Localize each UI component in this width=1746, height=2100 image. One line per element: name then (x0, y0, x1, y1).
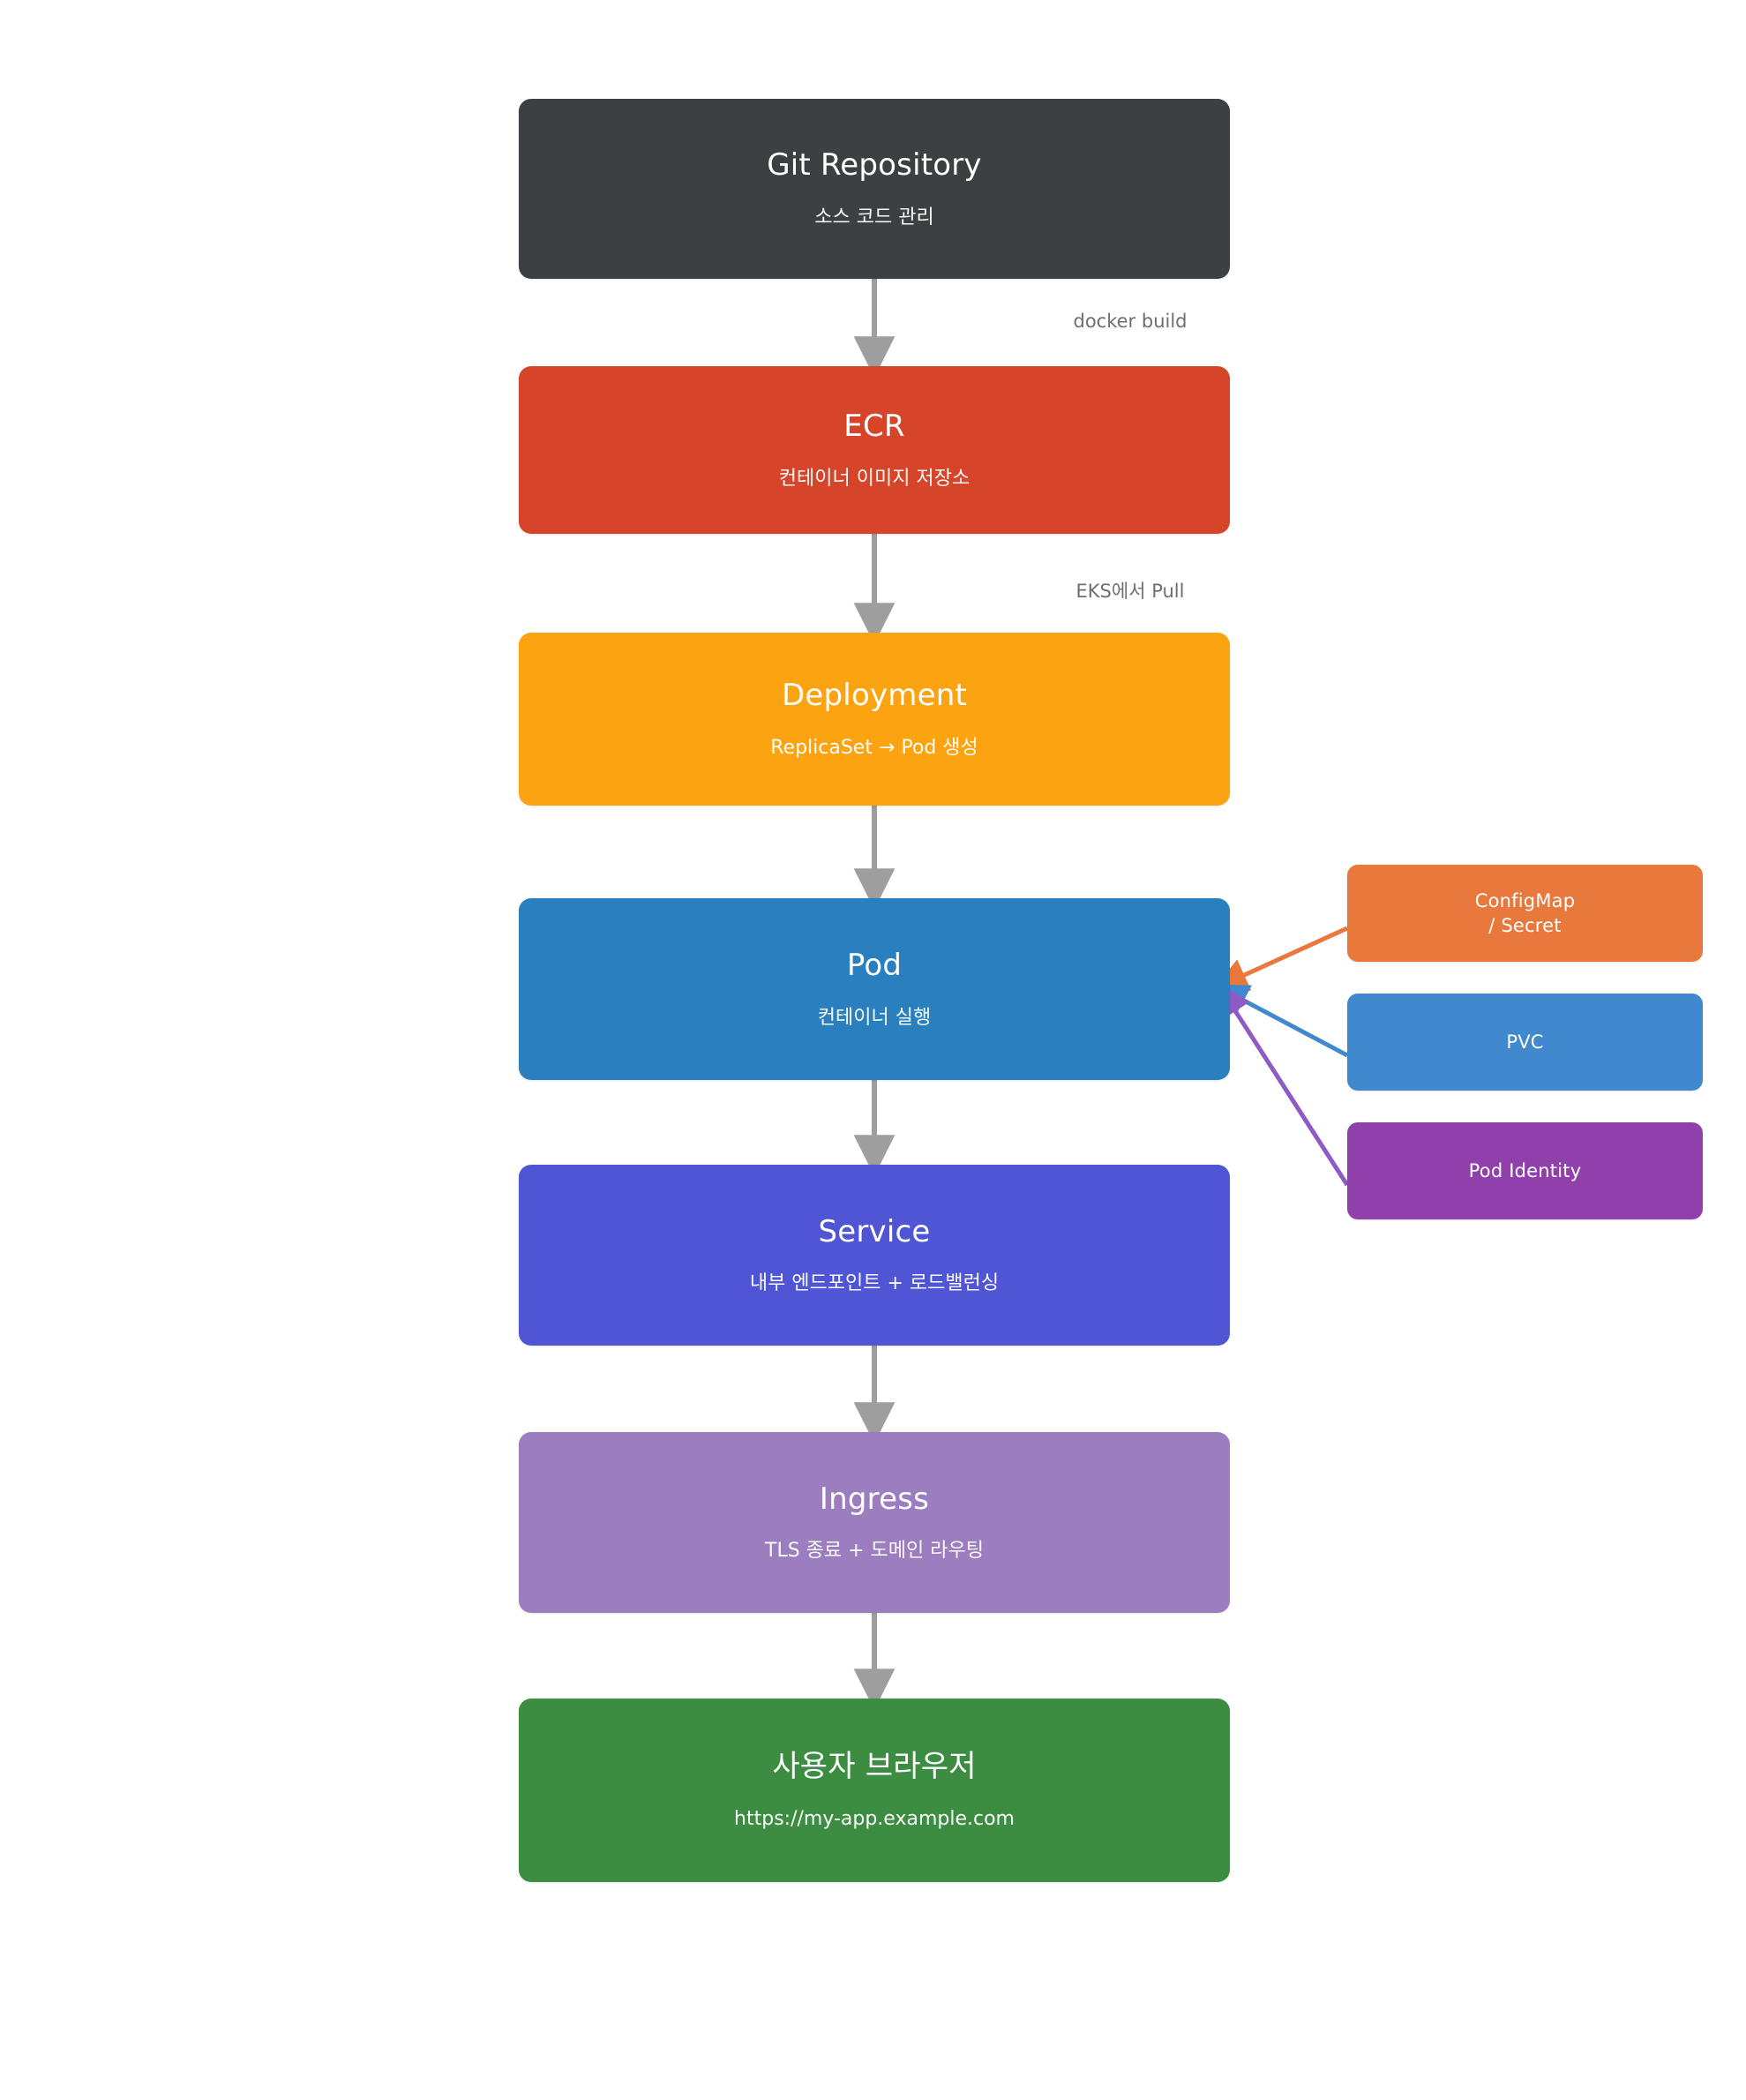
node-ecr-subtitle: 컨테이너 이미지 저장소 (778, 467, 970, 490)
node-deployment-subtitle: ReplicaSet → Pod 생성 (770, 736, 978, 759)
node-ingress[interactable]: Ingress TLS 종료 + 도메인 라우팅 (519, 1432, 1230, 1613)
node-service[interactable]: Service 내부 엔드포인트 + 로드밸런싱 (519, 1165, 1230, 1346)
node-pod-title: Pod (846, 948, 903, 984)
node-configmap-secret-title: ConfigMap / Secret (1474, 889, 1576, 936)
node-deployment[interactable]: Deployment ReplicaSet → Pod 생성 (519, 633, 1230, 806)
node-git-repository-subtitle: 소스 코드 관리 (814, 206, 934, 229)
node-git-repository[interactable]: Git Repository 소스 코드 관리 (519, 99, 1230, 279)
node-configmap-secret[interactable]: ConfigMap / Secret (1347, 865, 1703, 962)
node-user-browser-subtitle: https://my-app.example.com (734, 1807, 1015, 1830)
node-pod-subtitle: 컨테이너 실행 (817, 1006, 932, 1029)
connector-identity-to-pod (1217, 982, 1350, 1187)
edge-label-docker-build: docker build (1073, 311, 1188, 332)
edge-label-eks-pull: EKS에서 Pull (1075, 581, 1185, 602)
node-service-title: Service (818, 1213, 931, 1249)
node-git-repository-title: Git Repository (767, 147, 982, 184)
node-deployment-title: Deployment (782, 678, 967, 714)
node-ecr-title: ECR (843, 409, 905, 445)
node-user-browser[interactable]: 사용자 브라우저 https://my-app.example.com (519, 1699, 1230, 1882)
node-ingress-title: Ingress (819, 1481, 930, 1517)
side-connectors (1212, 926, 1350, 1187)
node-pvc[interactable]: PVC (1347, 994, 1703, 1091)
node-pod[interactable]: Pod 컨테이너 실행 (519, 898, 1230, 1080)
node-service-subtitle: 내부 엔드포인트 + 로드밸런싱 (749, 1272, 1000, 1295)
node-ecr[interactable]: ECR 컨테이너 이미지 저장소 (519, 366, 1230, 534)
connector-pvc-to-pod (1213, 984, 1349, 1058)
node-user-browser-title: 사용자 브라우저 (772, 1749, 977, 1785)
node-pvc-title: PVC (1506, 1031, 1544, 1053)
node-pod-identity[interactable]: Pod Identity (1347, 1122, 1703, 1219)
node-ingress-subtitle: TLS 종료 + 도메인 라우팅 (765, 1540, 984, 1563)
node-pod-identity-title: Pod Identity (1468, 1159, 1582, 1181)
connector-configmap-to-pod (1212, 926, 1349, 991)
